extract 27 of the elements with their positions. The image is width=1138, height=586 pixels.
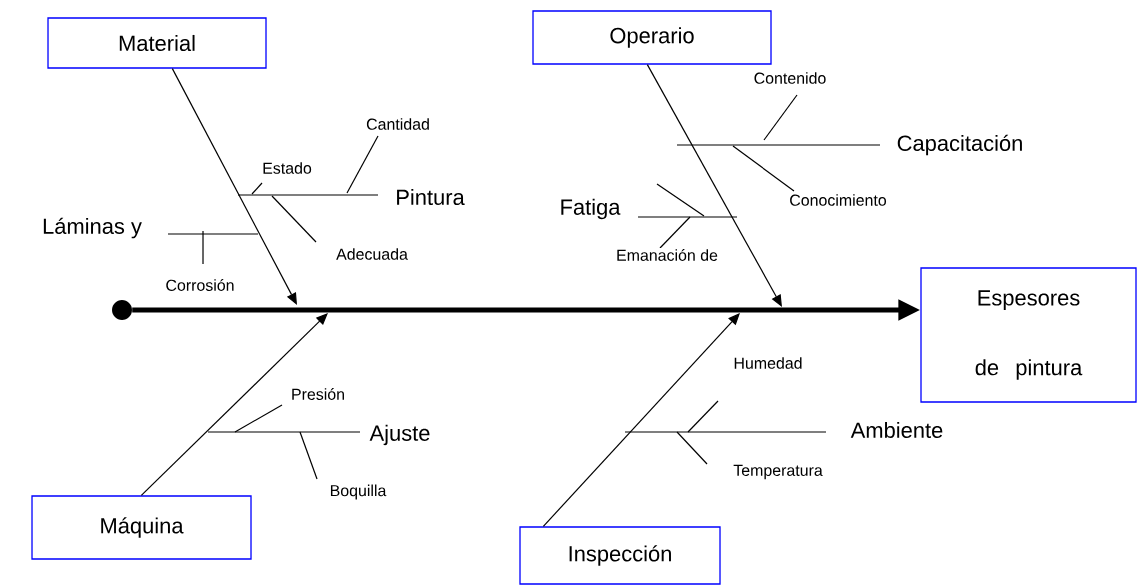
category-box: Máquina (31, 495, 252, 560)
branch-label: Capacitación (895, 133, 1025, 157)
branch-label: Boquilla (328, 483, 388, 501)
branch-label: Ambiente (849, 420, 945, 440)
branch-label: Contenido (752, 71, 828, 85)
branch-label: Estado (261, 161, 313, 175)
branch-label: Cantidad (365, 117, 431, 131)
branch-label: Pintura (394, 187, 466, 207)
category-box: Espesores de pintura (920, 267, 1137, 403)
branch-label: Conocimiento (788, 193, 888, 207)
branch-label: Láminas y (41, 216, 143, 240)
category-box: Inspección (519, 526, 721, 585)
branch-label: Adecuada (335, 247, 409, 261)
arrow (646, 64, 782, 307)
branch-label: Humedad (732, 356, 804, 370)
start-dot (112, 300, 132, 320)
branch-label: Emanación de (615, 248, 719, 262)
branch-label: Corrosión (164, 278, 236, 292)
branch-label: Fatiga (558, 197, 622, 221)
branch-label: Presión (290, 387, 347, 401)
category-box: Material (47, 17, 267, 69)
arrow (542, 313, 740, 527)
category-box: Operario (532, 10, 772, 65)
branch-label: Temperatura (732, 463, 824, 481)
branch-label: Ajuste (368, 423, 432, 447)
arrow (171, 68, 297, 305)
arrow (140, 313, 328, 496)
